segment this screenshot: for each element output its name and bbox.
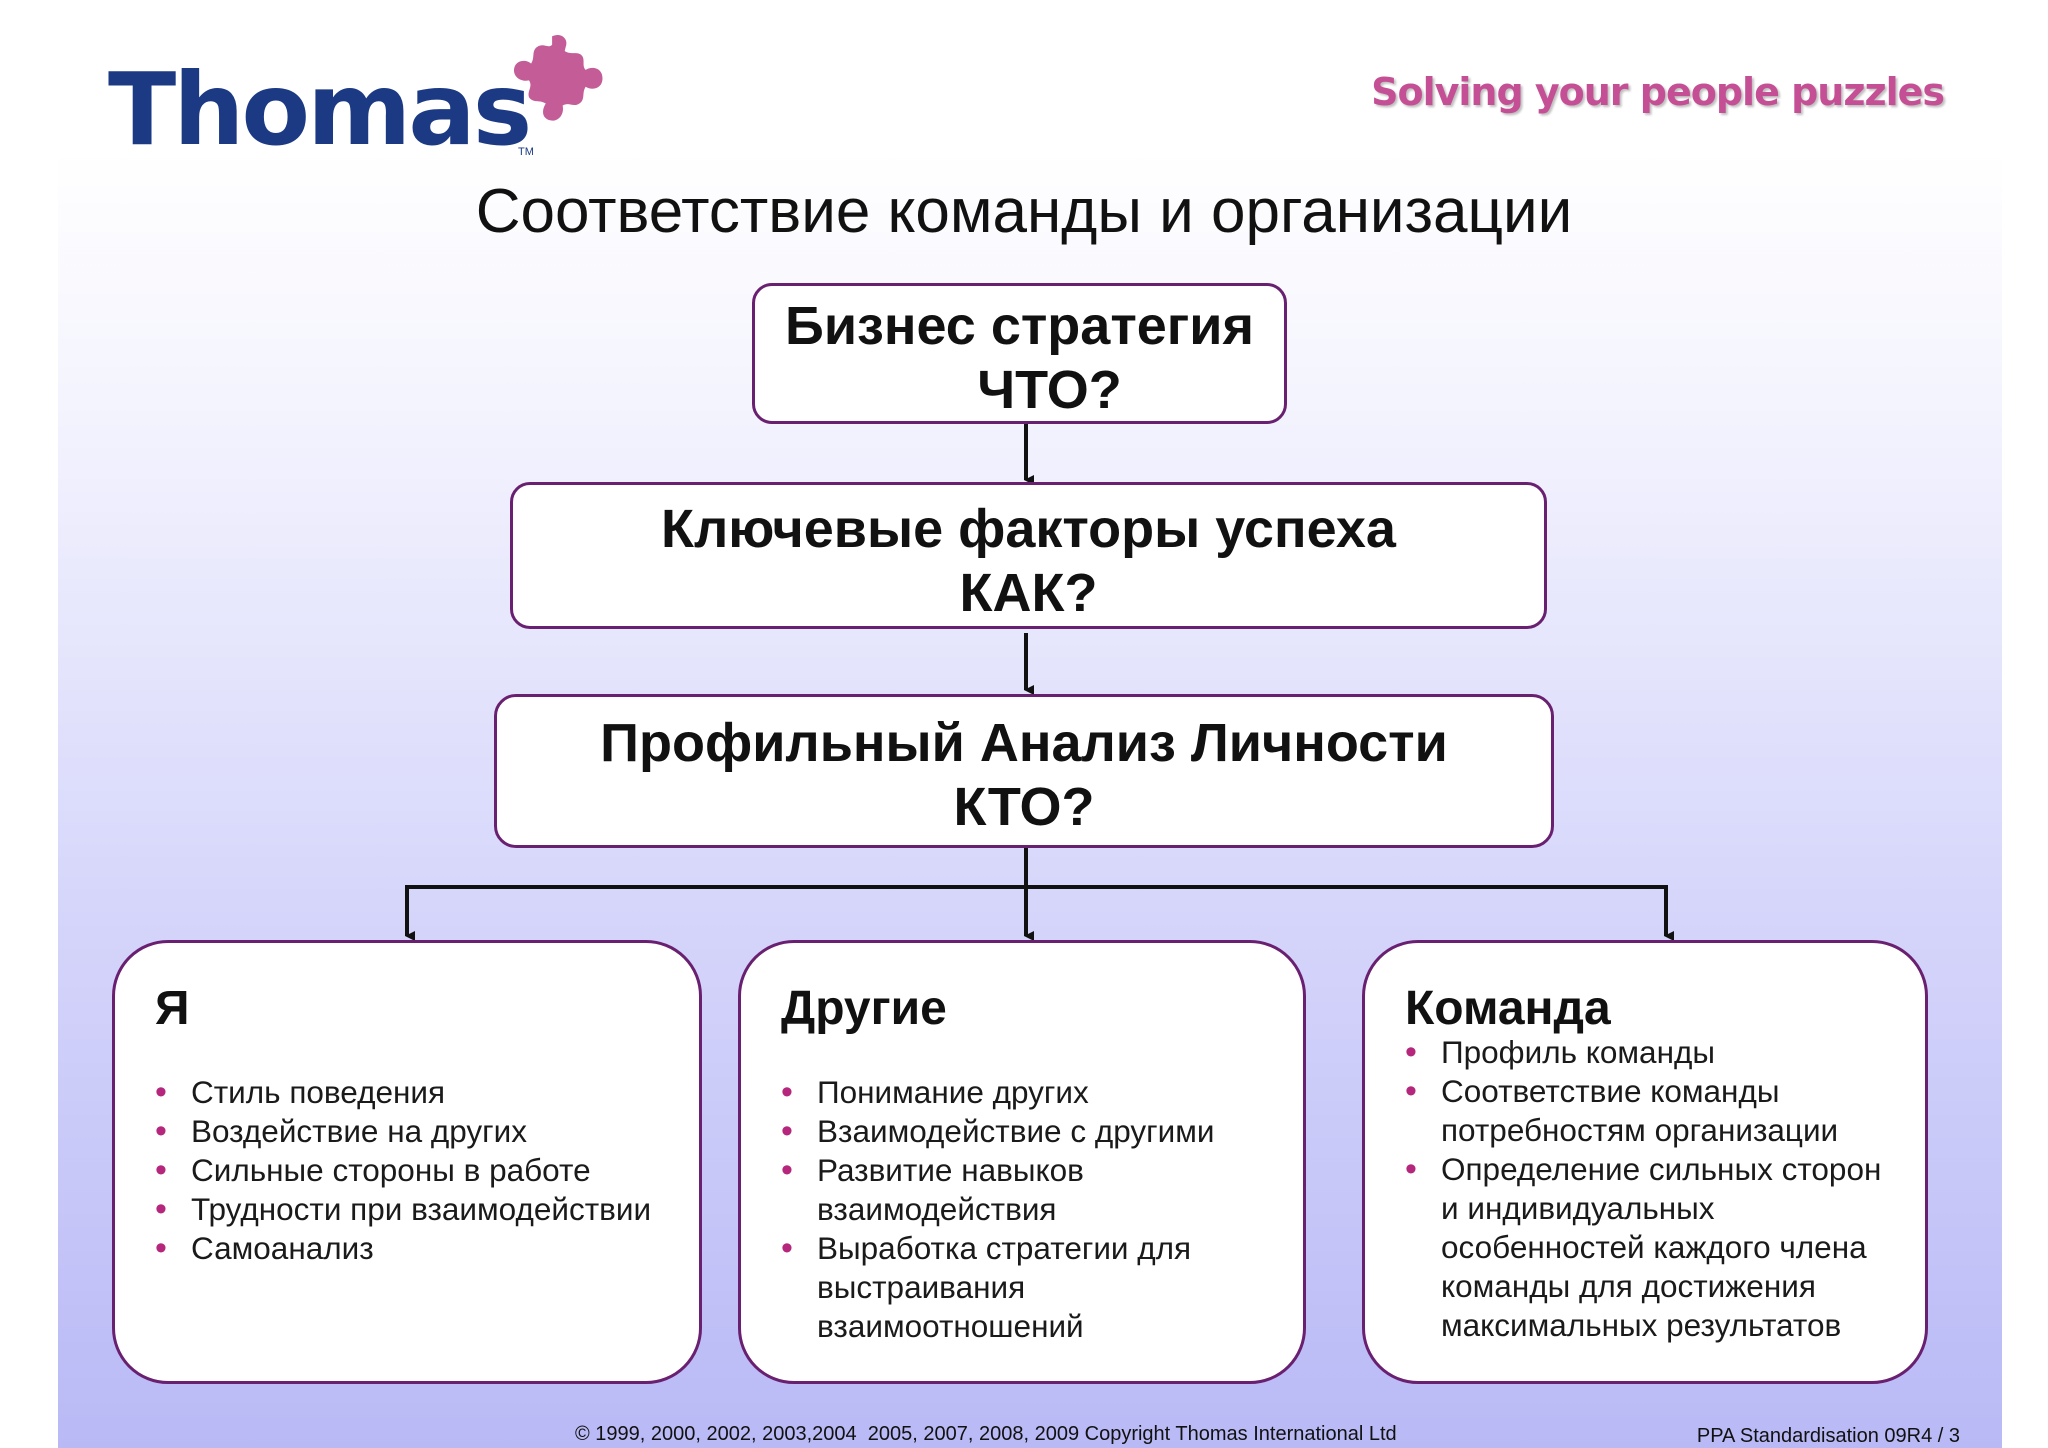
list-item: Понимание других: [781, 1073, 1283, 1112]
tagline: Solving your people puzzles: [1371, 70, 1945, 114]
list-item: Стиль поведения: [155, 1073, 679, 1112]
card-me: Я Стиль поведения Воздействие на других …: [112, 940, 702, 1384]
list-item: Взаимодействие с другими: [781, 1112, 1283, 1151]
card-others-title: Другие: [781, 982, 947, 1035]
business-strategy-label: Бизнес стратегия: [785, 296, 1254, 356]
personal-profile-analysis-box: Профильный Анализ Личности КТО?: [494, 694, 1554, 848]
card-others-list: Понимание других Взаимодействие с другим…: [781, 1073, 1283, 1346]
copyright-notice: © 1999, 2000, 2002, 2003,2004 2005, 2007…: [575, 1423, 1397, 1445]
list-item: Самоанализ: [155, 1229, 679, 1268]
list-item: Развитие навыков взаимодействия: [781, 1151, 1283, 1229]
list-item: Определение сильных сторон и индивидуаль…: [1405, 1150, 1905, 1345]
logo-wordmark: Thomas: [108, 51, 532, 168]
trademark-mark: TM: [518, 146, 534, 158]
card-me-title: Я: [155, 982, 190, 1035]
business-strategy-box: Бизнес стратегия ЧТО?: [752, 283, 1287, 424]
puzzle-piece-icon: [513, 34, 603, 121]
business-strategy-question: ЧТО?: [977, 360, 1122, 420]
personal-profile-analysis-question: КТО?: [953, 777, 1095, 837]
personal-profile-analysis-label: Профильный Анализ Личности: [600, 713, 1448, 773]
page-title: Соответствие команды и организации: [475, 177, 1573, 246]
list-item: Соответствие команды потребностям органи…: [1405, 1072, 1905, 1150]
list-item: Профиль команды: [1405, 1033, 1905, 1072]
success-factors-label: Ключевые факторы успеха: [661, 499, 1396, 559]
list-item: Трудности при взаимодействии: [155, 1190, 679, 1229]
card-team-title: Команда: [1405, 982, 1611, 1035]
card-me-list: Стиль поведения Воздействие на других Си…: [155, 1073, 679, 1268]
success-factors-question: КАК?: [959, 563, 1098, 623]
list-item: Воздействие на других: [155, 1112, 679, 1151]
list-item: Выработка стратегии для выстраивания вза…: [781, 1229, 1283, 1346]
list-item: Сильные стороны в работе: [155, 1151, 679, 1190]
card-others: Другие Понимание других Взаимодействие с…: [738, 940, 1306, 1384]
card-team: Команда Профиль команды Соответствие ком…: [1362, 940, 1928, 1384]
slide-page-label: PPA Standardisation 09R4 / 3: [1696, 1425, 1960, 1447]
card-team-list: Профиль команды Соответствие команды пот…: [1405, 1033, 1905, 1345]
success-factors-box: Ключевые факторы успеха КАК?: [510, 482, 1547, 629]
thomas-logo: Thomas TM: [108, 30, 608, 170]
